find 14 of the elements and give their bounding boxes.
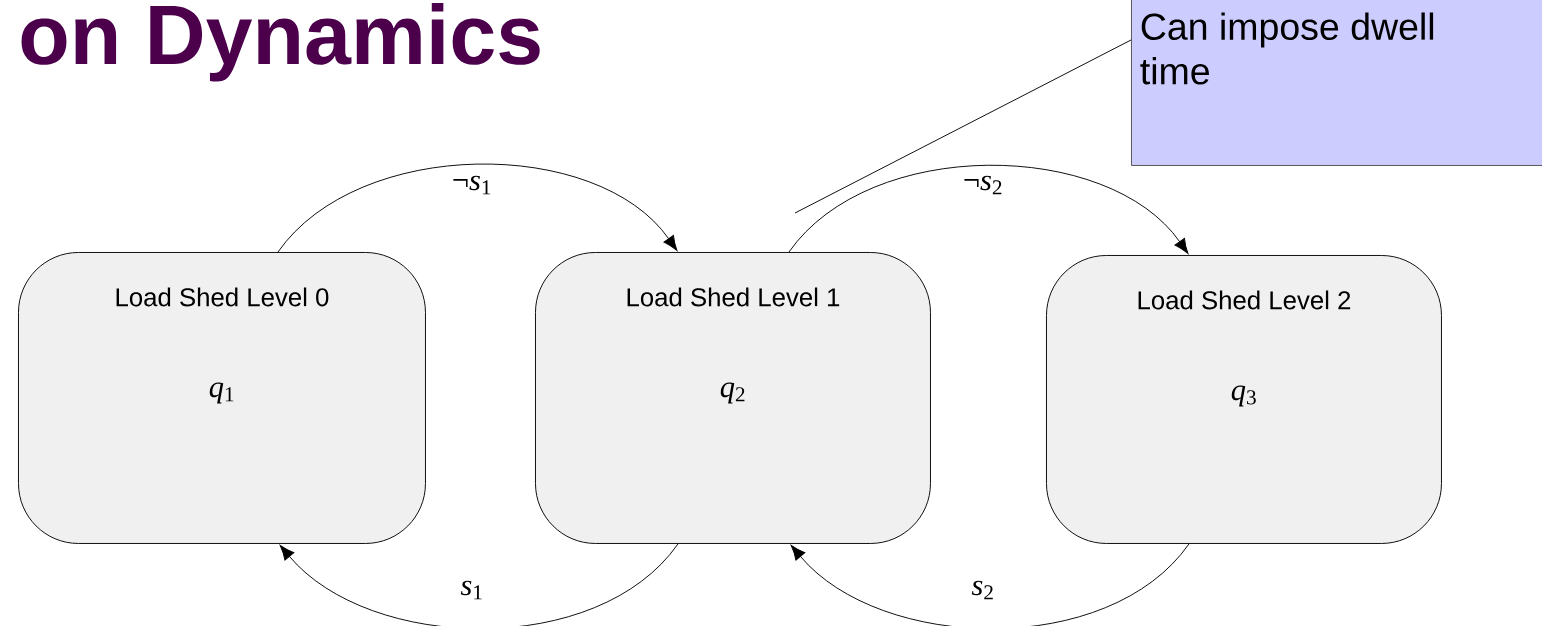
state-box: Load Shed Level 2 q$_{3}$	[1046, 255, 1442, 544]
leader-line	[794, 39, 1132, 214]
arrow	[277, 163, 678, 253]
title: on Dynamics	[21, 2, 540, 82]
callout-box: Can impose dwell time	[1131, 0, 1542, 166]
arrow	[788, 164, 1189, 254]
edge-label: ¬s$_{2}$	[961, 174, 1005, 196]
edge-label: s$_{1}$	[459, 579, 485, 601]
state-box: Load Shed Level 1 q$_{2}$	[535, 252, 931, 544]
state-box: Load Shed Level 0 q$_{1}$	[18, 252, 426, 544]
arrow	[279, 543, 679, 626]
edge-label: s$_{2}$	[970, 579, 996, 601]
arrow	[790, 543, 1190, 626]
edge-label: ¬s$_{1}$	[450, 174, 494, 196]
